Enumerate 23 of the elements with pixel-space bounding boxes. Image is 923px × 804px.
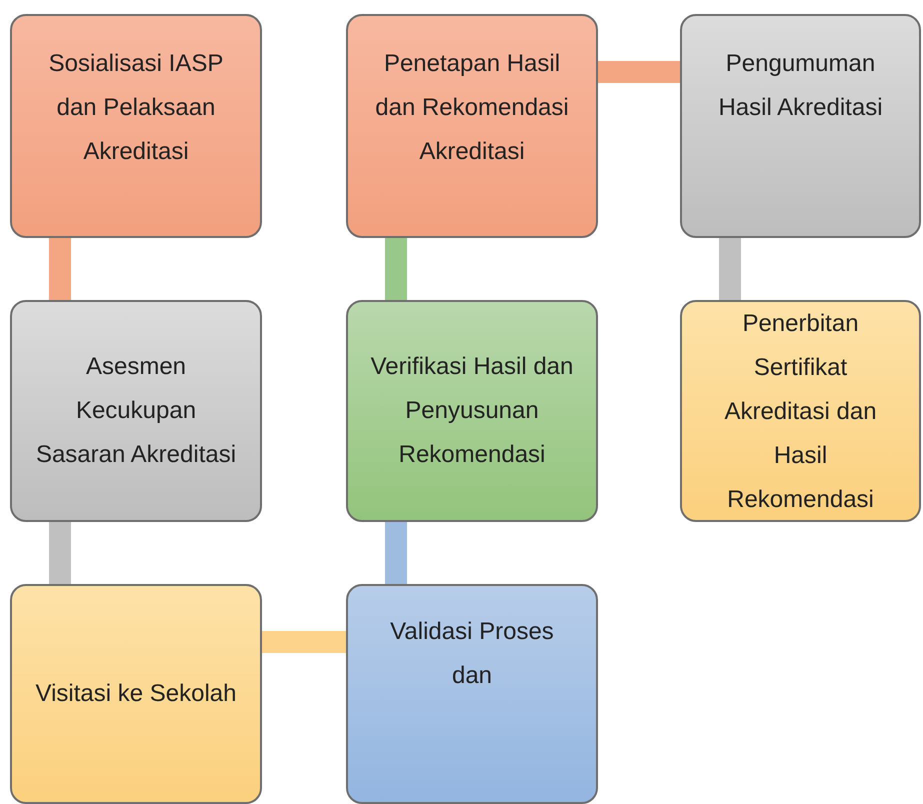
process-box — [680, 14, 921, 238]
connector-bar — [49, 522, 71, 584]
connector-bar — [49, 238, 71, 300]
step-label: Pengumuman Hasil Akreditasi — [717, 49, 884, 123]
connector-bar — [598, 61, 680, 83]
process-box — [10, 14, 262, 238]
process-box — [346, 300, 598, 522]
process-box — [10, 300, 262, 522]
step-label: Verifikasi Hasil dan Penyusunan Rekomendasi — [370, 352, 574, 470]
connector-bar — [385, 238, 407, 300]
step-label: Asesmen Kecukupan Sasaran Akreditasi — [34, 352, 238, 470]
process-box — [680, 300, 921, 522]
connector-bar — [385, 522, 407, 584]
connector-bar — [719, 238, 741, 300]
connector-bar — [262, 631, 346, 653]
step-label: Penetapan Hasil dan Rekomendasi Akreditasi — [374, 49, 570, 167]
step-label: Penerbitan Sertifikat Akreditasi dan Hasil Rekomendasi — [723, 309, 878, 515]
process-box — [346, 14, 598, 238]
process-box — [346, 584, 598, 804]
step-label: Sosialisasi IASP dan Pelaksaan Akreditasi — [48, 49, 224, 167]
step-label: Visitasi ke Sekolah — [36, 679, 236, 709]
step-label: Validasi Proses dan — [389, 617, 555, 691]
process-box — [10, 584, 262, 804]
